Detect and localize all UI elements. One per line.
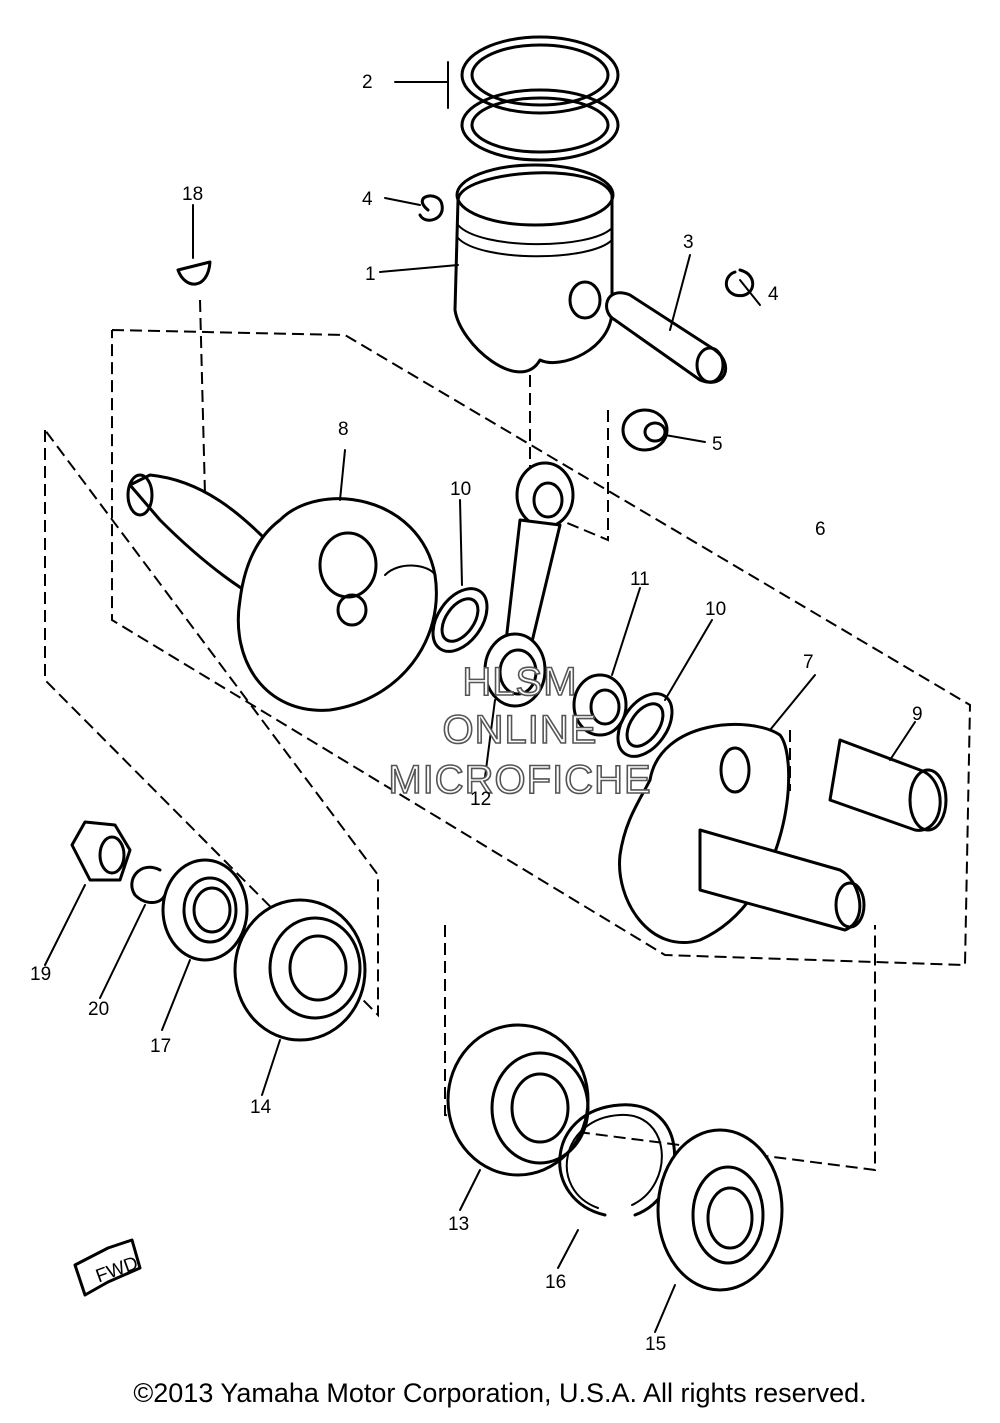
piston-pin (605, 254, 728, 384)
bearing-right (446, 1023, 590, 1211)
copyright-notice: ©2013 Yamaha Motor Corporation, U.S.A. A… (133, 1378, 867, 1408)
label-part-18: 18 (182, 184, 203, 205)
bearing-left (233, 898, 367, 1096)
label-part-3: 3 (683, 232, 694, 253)
label-part-13: 13 (448, 1214, 469, 1235)
label-part-4b: 4 (768, 284, 779, 305)
label-part-8: 8 (338, 419, 349, 440)
label-part-12: 12 (470, 789, 491, 810)
watermark-line-1: HLSM (462, 660, 577, 704)
small-end-bearing (621, 408, 706, 452)
oil-seal-right (654, 1128, 784, 1333)
big-end-bearing (572, 587, 641, 737)
label-part-7: 7 (803, 652, 814, 673)
label-part-2: 2 (362, 72, 373, 93)
label-part-17: 17 (150, 1036, 171, 1057)
label-part-5: 5 (712, 434, 723, 455)
piston-pin-clip-right (724, 268, 761, 306)
assembly-outline-lower-left (44, 429, 379, 1018)
label-part-16: 16 (545, 1272, 566, 1293)
label-part-6: 6 (815, 519, 826, 540)
thrust-washer-left (431, 499, 489, 653)
part-labels: 2 18 4 1 3 4 5 8 10 6 11 10 7 9 12 19 20… (30, 72, 923, 1355)
label-part-19: 19 (30, 964, 51, 985)
assembly-outline-6 (111, 329, 972, 967)
piston (379, 163, 615, 374)
crankshaft-nut (44, 820, 132, 966)
fwd-arrow-icon: FWD (73, 1238, 142, 1297)
watermark-line-2: ONLINE (443, 708, 598, 752)
piston-rings (394, 35, 620, 162)
crank-half-left (126, 449, 438, 712)
oil-seal-left (161, 858, 249, 1031)
watermark-line-3: MICROFICHE (388, 758, 651, 802)
watermark: HLSM ONLINE MICROFICHE (388, 659, 652, 803)
crank-half-right (618, 674, 866, 944)
crank-pin (828, 721, 948, 832)
lock-washer (99, 865, 167, 999)
label-part-20: 20 (88, 999, 109, 1020)
connecting-rod (483, 461, 575, 786)
label-part-11: 11 (630, 569, 650, 590)
label-part-4a: 4 (362, 189, 373, 210)
label-part-9: 9 (912, 704, 923, 725)
thrust-washer-right (616, 619, 713, 758)
woodruff-key (176, 204, 212, 286)
label-part-10a: 10 (450, 479, 471, 500)
label-part-1: 1 (365, 264, 376, 285)
label-part-14: 14 (250, 1097, 272, 1118)
label-part-10b: 10 (705, 599, 726, 620)
label-part-15: 15 (645, 1334, 666, 1355)
piston-pin-clip-left (384, 194, 444, 222)
